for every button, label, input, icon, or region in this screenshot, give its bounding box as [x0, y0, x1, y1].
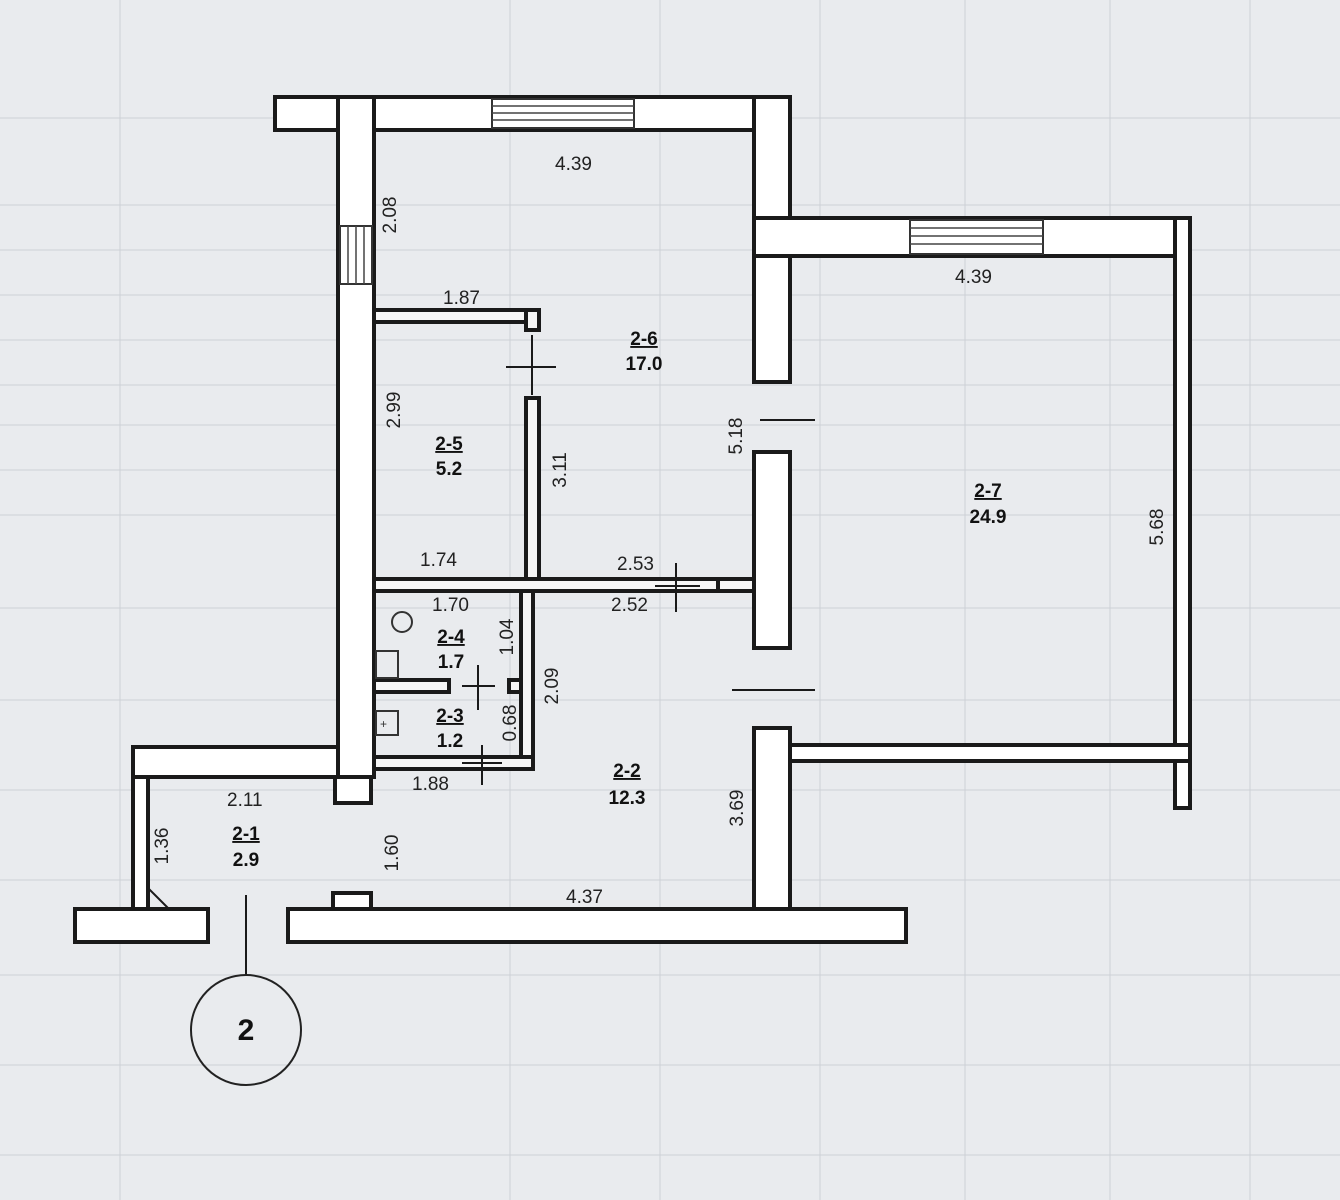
- windows: [339, 98, 1044, 285]
- room-2-5-area: 5.2: [436, 459, 462, 480]
- dim-r23-bottom: 1.88: [412, 774, 449, 795]
- dim-r24-top: 1.70: [432, 595, 469, 616]
- room-labels: 2-6 17.0 2-5 5.2 2-7 24.9 2-4 1.7 2-3 1.…: [232, 329, 1006, 871]
- room-2-2-id: 2-2: [613, 761, 640, 782]
- room-2-7-area: 24.9: [970, 507, 1007, 528]
- dim-r22-bottom: 4.37: [566, 887, 603, 908]
- dim-r27-height: 5.68: [1147, 509, 1168, 546]
- room-2-3-area: 1.2: [437, 731, 463, 752]
- dim-wall-between: 5.18: [726, 418, 747, 455]
- dim-r21-height: 1.36: [152, 828, 173, 865]
- svg-text:+: +: [380, 717, 387, 731]
- room-2-4-area: 1.7: [438, 652, 464, 673]
- room-2-1-id: 2-1: [232, 824, 260, 845]
- dim-r21-top: 2.11: [227, 790, 263, 811]
- room-2-3-id: 2-3: [436, 706, 463, 727]
- dim-corridor-top: 2.53: [617, 554, 654, 575]
- dim-r23-height: 0.68: [500, 705, 521, 742]
- fixtures: +: [375, 611, 413, 736]
- dim-corridor-height: 2.09: [542, 668, 563, 705]
- room-2-4-id: 2-4: [437, 627, 465, 648]
- dim-r27-top: 4.39: [955, 267, 992, 288]
- room-2-2-area: 12.3: [609, 788, 646, 809]
- dim-r25-height: 2.99: [384, 392, 405, 429]
- dim-r26-height: 3.11: [550, 452, 571, 488]
- doors: [147, 335, 815, 972]
- room-2-1-area: 2.9: [233, 850, 259, 871]
- room-2-5-id: 2-5: [435, 434, 463, 455]
- dim-r22-right: 3.69: [727, 790, 748, 827]
- dim-r22-left: 1.60: [382, 835, 403, 872]
- plan-marker: 2: [190, 942, 302, 1086]
- dim-r24-height: 1.04: [497, 618, 518, 655]
- dim-corridor-under: 2.52: [611, 595, 648, 616]
- room-2-6-id: 2-6: [630, 329, 657, 350]
- dim-r26-wall-mid: 1.87: [443, 288, 480, 309]
- dim-r26-top: 4.39: [555, 154, 592, 175]
- room-2-6-area: 17.0: [626, 354, 663, 375]
- dimension-labels: 4.39 2.08 1.87 4.39 2.99 3.11 5.18 5.68 …: [152, 154, 1168, 908]
- plan-marker-label: 2: [238, 1014, 255, 1047]
- partitions: [372, 308, 756, 771]
- dim-r25-bottom: 1.74: [420, 550, 457, 571]
- dim-r26-left-upper: 2.08: [380, 197, 401, 234]
- room-2-7-id: 2-7: [974, 481, 1001, 502]
